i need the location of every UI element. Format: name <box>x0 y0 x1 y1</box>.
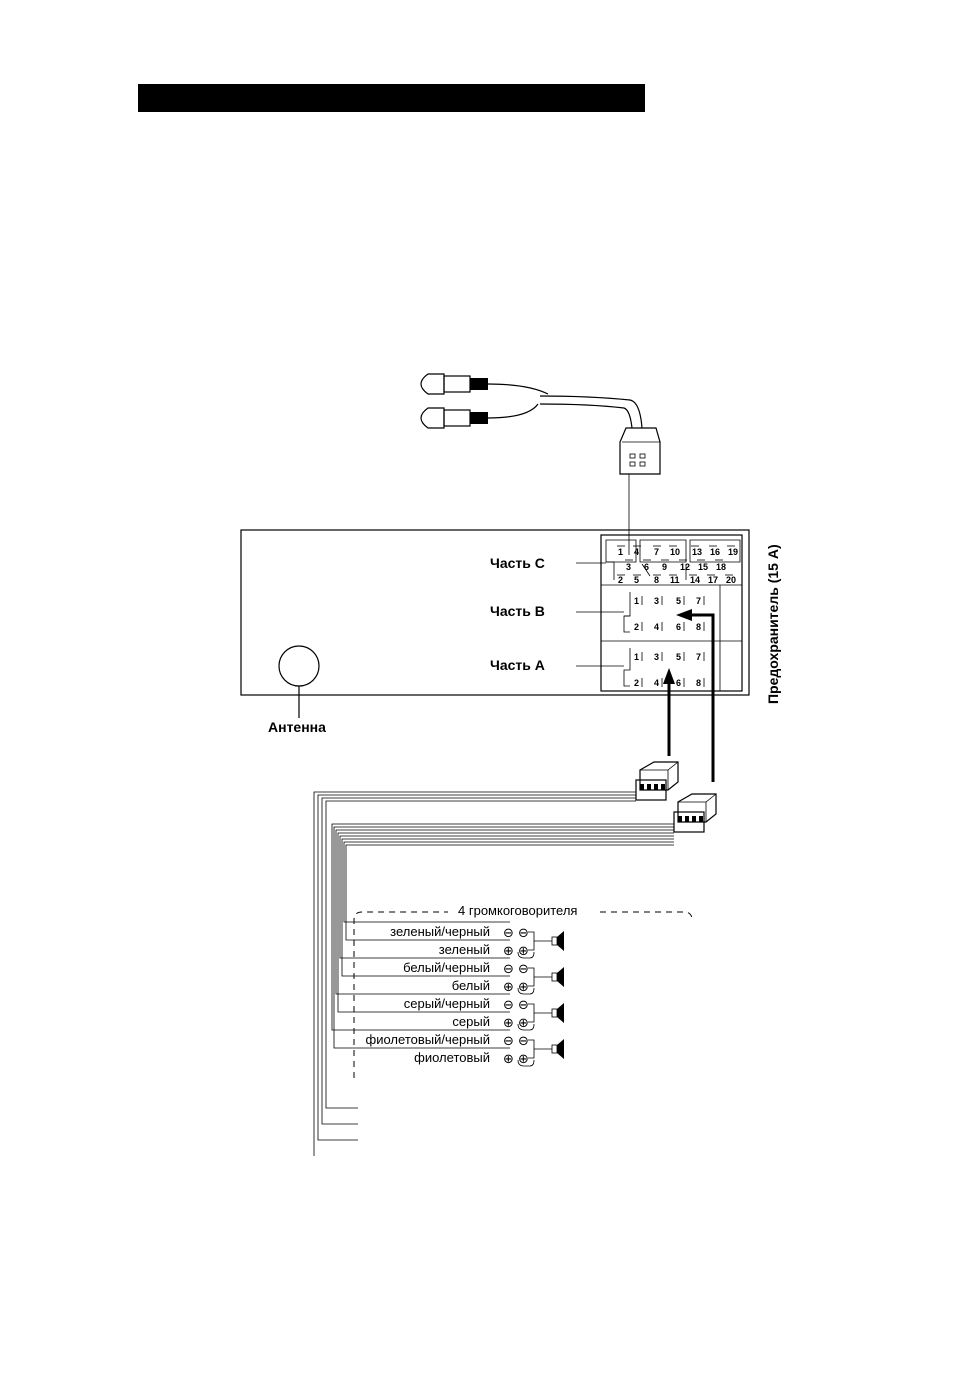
pin-label: 2 <box>618 575 623 585</box>
wire-label: белый/черный <box>403 960 490 975</box>
pin-label: 6 <box>676 678 681 688</box>
pin-label: 5 <box>676 652 681 662</box>
wire-label: зеленый <box>439 942 490 957</box>
polarity-icon: ⊕ <box>503 980 514 995</box>
pin-label: 6 <box>644 562 649 572</box>
wire-label: серый <box>452 1014 490 1029</box>
pin-label: 3 <box>654 596 659 606</box>
wire-row: белый⊕⊕ <box>452 978 529 995</box>
antenna-label: Антенна <box>268 719 326 735</box>
polarity-icon: ⊖ <box>518 962 529 977</box>
polarity-icon: ⊖ <box>503 926 514 941</box>
wire-label: серый/черный <box>404 996 490 1011</box>
pin-label: 4 <box>634 547 639 557</box>
part-c-label: Часть С <box>490 555 545 571</box>
pin-label: 10 <box>670 547 680 557</box>
pin-label: 14 <box>690 575 700 585</box>
wire-label: фиолетовый <box>414 1050 490 1065</box>
polarity-icon: ⊖ <box>518 1034 529 1049</box>
wire-label: белый <box>452 978 490 993</box>
wire-row: серый⊕⊕ <box>452 1014 528 1031</box>
pin-label: 1 <box>634 652 639 662</box>
pin-label: 1 <box>618 547 623 557</box>
pin-label: 7 <box>696 596 701 606</box>
pin-label: 17 <box>708 575 718 585</box>
pin-label: 12 <box>680 562 690 572</box>
pin-label: 19 <box>728 547 738 557</box>
antenna-icon <box>279 646 319 686</box>
wire-row: фиолетовый⊕⊕ <box>414 1050 529 1067</box>
speakers-title: 4 громкоговорителя <box>458 903 577 918</box>
wire-row: зеленый⊕⊕ <box>439 942 529 959</box>
iso-plug-b <box>674 794 716 832</box>
pin-label: 7 <box>654 547 659 557</box>
wire-row: серый/черный ⊖ ⊖ <box>404 996 529 1013</box>
fuse-label: Предохранитель (15 А) <box>765 544 781 704</box>
pin-label: 18 <box>716 562 726 572</box>
pin-label: 5 <box>634 575 639 585</box>
pin-label: 7 <box>696 652 701 662</box>
part-b-label: Часть В <box>490 603 545 619</box>
pin-label: 8 <box>696 622 701 632</box>
pin-label: 11 <box>670 575 680 585</box>
wire-harness <box>314 792 674 1156</box>
pin-label: 6 <box>676 622 681 632</box>
polarity-icon: ⊖ <box>503 962 514 977</box>
pin-label: 8 <box>654 575 659 585</box>
pin-label: 1 <box>634 596 639 606</box>
polarity-icon: ⊖ <box>503 1034 514 1049</box>
pin-label: 16 <box>710 547 720 557</box>
pin-label: 8 <box>696 678 701 688</box>
pin-label: 13 <box>692 547 702 557</box>
line-out-connector <box>620 428 660 555</box>
wire-row: белый/черный ⊖ ⊖ <box>403 960 529 977</box>
wire-label: зеленый/черный <box>390 924 490 939</box>
polarity-icon: ⊖ <box>503 998 514 1013</box>
pin-label: 4 <box>654 622 659 632</box>
rca-plug-icon <box>421 374 642 428</box>
pin-label: 5 <box>676 596 681 606</box>
wire-row: фиолетовый/черный ⊖ ⊖ <box>366 1032 529 1049</box>
connector-block <box>601 535 742 691</box>
pin-label: 20 <box>726 575 736 585</box>
pin-label: 9 <box>662 562 667 572</box>
pin-label: 2 <box>634 622 639 632</box>
polarity-icon: ⊕ <box>503 1016 514 1031</box>
iso-plug-a <box>636 762 678 800</box>
wire-label: фиолетовый/черный <box>366 1032 490 1047</box>
pin-label: 2 <box>634 678 639 688</box>
wire-row: зеленый/черный ⊖ ⊖ <box>390 924 529 941</box>
pin-label: 3 <box>626 562 631 572</box>
polarity-icon: ⊖ <box>518 998 529 1013</box>
header-bar <box>138 84 645 112</box>
pin-label: 3 <box>654 652 659 662</box>
polarity-icon: ⊕ <box>503 1052 514 1067</box>
polarity-icon: ⊕ <box>503 944 514 959</box>
polarity-icon: ⊖ <box>518 926 529 941</box>
pin-label: 15 <box>698 562 708 572</box>
pin-label: 4 <box>654 678 659 688</box>
part-a-label: Часть А <box>490 657 545 673</box>
